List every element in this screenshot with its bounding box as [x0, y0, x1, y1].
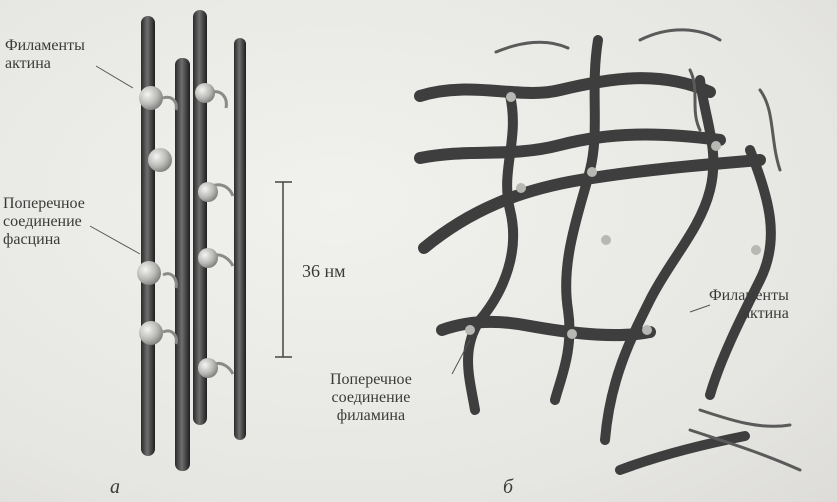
- label-actin-filaments-a: Филаменты актина: [5, 37, 85, 73]
- filamin-crosslink: [567, 329, 577, 339]
- label-fascin-crosslink: Поперечное соединение фасцина: [3, 195, 85, 249]
- filamin-crosslink: [751, 245, 761, 255]
- leader-line: [96, 66, 133, 88]
- actin-rod: [175, 58, 190, 471]
- filamin-crosslink: [711, 141, 721, 151]
- fascin-crosslink: [148, 148, 172, 172]
- dimension-bracket: [275, 182, 292, 357]
- fascin-crosslink: [137, 261, 161, 285]
- panel-b-network: [420, 40, 771, 470]
- dimension-label: 36 нм: [302, 262, 346, 280]
- fascin-crosslink: [139, 321, 163, 345]
- fascin-crosslink: [198, 248, 218, 268]
- filamin-crosslink: [516, 183, 526, 193]
- actin-rod: [141, 16, 155, 456]
- filamin-crosslink: [601, 235, 611, 245]
- panel-a-rods: [141, 10, 246, 471]
- fascin-crosslink: [198, 182, 218, 202]
- filamin-crosslink: [587, 167, 597, 177]
- label-actin-filaments-b: Филаменты актина: [709, 287, 789, 323]
- leader-line: [90, 226, 140, 254]
- fascin-crosslink: [198, 358, 218, 378]
- fascin-crosslink: [139, 86, 163, 110]
- filamin-crosslink: [465, 325, 475, 335]
- filamin-crosslink: [506, 92, 516, 102]
- leader-line: [690, 305, 710, 312]
- actin-rod: [234, 38, 246, 440]
- panel-caption-b: б: [503, 478, 513, 496]
- fascin-crosslink: [195, 83, 215, 103]
- panel-caption-a: а: [110, 478, 120, 496]
- filamin-crosslink: [642, 325, 652, 335]
- label-filamin-crosslink: Поперечное соединение филамина: [330, 371, 412, 425]
